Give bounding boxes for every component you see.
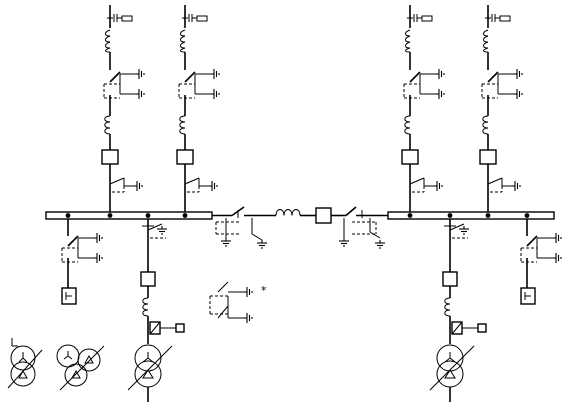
vt-branch-right bbox=[521, 219, 561, 305]
feeder-upper-2 bbox=[176, 5, 219, 216]
transformer-bay-left bbox=[127, 219, 185, 402]
note-marker: * bbox=[261, 284, 267, 297]
busbar-right bbox=[387, 211, 555, 220]
feeder-upper-1 bbox=[101, 5, 144, 216]
transformer-symbol-1 bbox=[7, 338, 43, 389]
feeder-upper-3 bbox=[401, 5, 444, 216]
transformer-symbol-2 bbox=[56, 344, 105, 391]
vt-branch-left bbox=[62, 219, 102, 305]
busbar-left bbox=[45, 211, 213, 220]
feeder-upper-4 bbox=[479, 5, 522, 216]
transformer-bay-right bbox=[429, 219, 487, 402]
earthing-switch-note: * bbox=[209, 281, 267, 324]
bus-coupler bbox=[212, 206, 388, 249]
